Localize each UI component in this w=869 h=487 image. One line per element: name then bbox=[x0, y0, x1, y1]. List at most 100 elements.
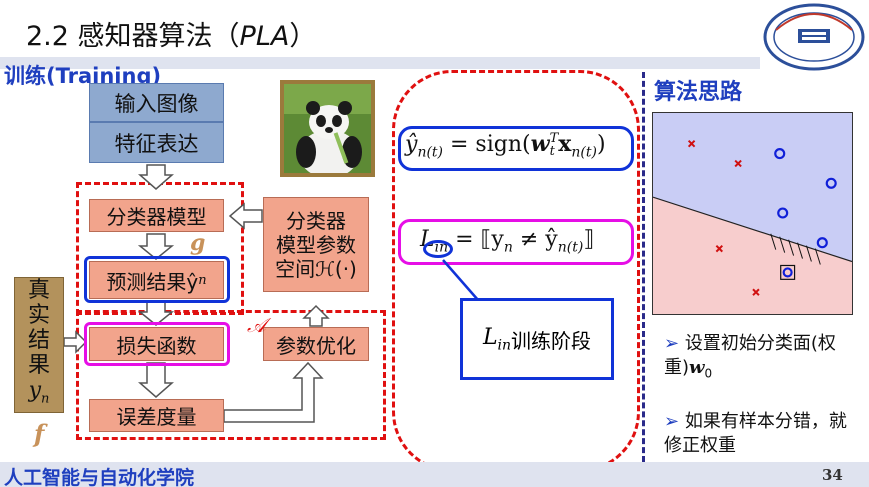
f1-yhat-sub: n(t) bbox=[417, 144, 444, 161]
panda-photo bbox=[280, 80, 375, 177]
f1-yhat: ŷ bbox=[405, 132, 418, 157]
true-result-char: 果 bbox=[27, 353, 50, 379]
title-suffix: ） bbox=[289, 21, 317, 52]
stage-var-sub: in bbox=[497, 337, 512, 354]
g-label: g bbox=[190, 230, 206, 256]
cross-sample bbox=[687, 140, 696, 148]
perceptron-plot bbox=[652, 112, 853, 315]
error-measure-label: 误差度量 bbox=[116, 405, 197, 429]
footer-school: 人工智能与自动化学院 bbox=[4, 467, 195, 487]
loss-highlight bbox=[84, 322, 230, 366]
misclassified-sample bbox=[782, 267, 793, 278]
f1-sign: = sign( bbox=[443, 132, 531, 157]
param-space-line3: 空间ℋ(·) bbox=[275, 256, 357, 281]
f1-x-sub: n(t) bbox=[571, 144, 597, 161]
true-result-var-sub: n bbox=[41, 391, 50, 407]
prediction-subscript: n bbox=[198, 272, 207, 288]
a-label: 𝒜 bbox=[247, 313, 266, 337]
decision-boundary bbox=[653, 196, 852, 263]
error-measure-box: 误差度量 bbox=[89, 399, 224, 432]
university-seal-icon bbox=[763, 3, 865, 71]
f1-x: x bbox=[558, 131, 572, 157]
algorithm-heading: 算法思路 bbox=[654, 80, 743, 105]
positive-samples bbox=[774, 148, 837, 280]
bullet1-sub: 0 bbox=[704, 366, 713, 381]
arrow-model-to-predict bbox=[137, 233, 175, 260]
feature-box: 特征表达 bbox=[89, 122, 224, 163]
stage-text: 训练阶段 bbox=[511, 328, 592, 353]
footer-bar bbox=[0, 462, 869, 487]
misclassified-marker bbox=[780, 264, 796, 280]
title-italic: PLA bbox=[239, 21, 290, 52]
param-opt-label: 参数优化 bbox=[276, 333, 356, 358]
cross-sample bbox=[715, 244, 724, 253]
algorithm-group-outline bbox=[76, 310, 386, 440]
loss-formula-highlight bbox=[398, 219, 634, 265]
param-space-box: 分类器 模型参数 空间ℋ(·) bbox=[263, 197, 369, 292]
bullet-marker: ➢ bbox=[664, 411, 680, 432]
param-space-line2: 模型参数 bbox=[276, 232, 356, 257]
f-label: f bbox=[34, 419, 45, 448]
f1-w: w bbox=[530, 131, 550, 157]
true-result-var: yn bbox=[29, 378, 50, 411]
f1-w-sub: t bbox=[549, 144, 555, 159]
true-result-char: 结 bbox=[27, 328, 50, 354]
header-rule bbox=[0, 57, 760, 69]
true-result-char: 实 bbox=[27, 303, 50, 329]
prediction-highlight bbox=[84, 256, 230, 303]
bullet-correct-weights: ➢ 如果有样本分错，就修正权重 bbox=[664, 410, 864, 458]
f2-close: ⟧ bbox=[583, 227, 595, 252]
param-space-line1: 分类器 bbox=[286, 208, 346, 233]
cross-sample bbox=[734, 159, 742, 168]
f2-rhs: = ⟦y bbox=[448, 227, 504, 252]
arrow-feature-to-model bbox=[138, 164, 174, 190]
panel-divider bbox=[642, 72, 645, 462]
prediction-label: 预测结果ŷ bbox=[106, 269, 199, 294]
f2-y-sub: n bbox=[503, 239, 513, 256]
arrow-truth-to-loss bbox=[63, 330, 88, 354]
slide-title: 2.2 感知器算法（PLA） bbox=[26, 14, 316, 53]
arrow-opt-to-space bbox=[302, 304, 330, 327]
f1-w-sup: T bbox=[549, 131, 559, 146]
bullet2-text: 如果有样本分错，就修正权重 bbox=[664, 411, 847, 456]
true-result-box: 真 实 结 果 yn bbox=[14, 277, 64, 413]
f1-close: ) bbox=[596, 132, 606, 157]
loss-label: 损失函数 bbox=[116, 333, 197, 358]
title-prefix: 2.2 感知器算法（ bbox=[26, 21, 240, 52]
bullet1-var: w bbox=[689, 357, 705, 378]
feature-label: 特征表达 bbox=[114, 131, 199, 156]
page-number: 34 bbox=[822, 466, 843, 484]
circle-sample bbox=[825, 177, 837, 189]
classifier-model-label: 分类器模型 bbox=[106, 205, 207, 229]
panda-illustration bbox=[284, 84, 371, 173]
arrow-loss-to-error bbox=[138, 362, 174, 398]
positive-region bbox=[653, 113, 852, 262]
prediction-formula-highlight bbox=[398, 126, 634, 171]
true-result-var-letter: y bbox=[28, 378, 42, 404]
stage-var-letter: L bbox=[482, 324, 498, 350]
input-image-box: 输入图像 bbox=[89, 83, 224, 122]
param-opt-box: 参数优化 bbox=[263, 327, 369, 361]
bullet-marker: ➢ bbox=[664, 333, 680, 354]
cross-sample bbox=[752, 288, 760, 296]
negative-samples bbox=[687, 140, 760, 296]
f2-yhat-sub: n(t) bbox=[557, 239, 584, 256]
in-subscript-highlight bbox=[423, 240, 453, 258]
bullet1-text: 设置初始分类面(权重) bbox=[664, 333, 836, 378]
stage-var: Lin bbox=[483, 325, 511, 353]
classifier-model-box: 分类器模型 bbox=[89, 199, 224, 232]
true-result-char: 真 bbox=[27, 278, 50, 304]
input-image-label: 输入图像 bbox=[114, 91, 199, 116]
bullet-initial-weights: ➢ 设置初始分类面(权重)w0 bbox=[664, 332, 864, 386]
circle-sample bbox=[816, 237, 828, 249]
f2-neq: ≠ ŷ bbox=[512, 227, 558, 252]
arrow-error-to-opt bbox=[223, 361, 324, 423]
circle-sample bbox=[774, 148, 786, 160]
loss-box: 损失函数 bbox=[89, 327, 224, 361]
arrow-space-to-model bbox=[228, 202, 263, 230]
